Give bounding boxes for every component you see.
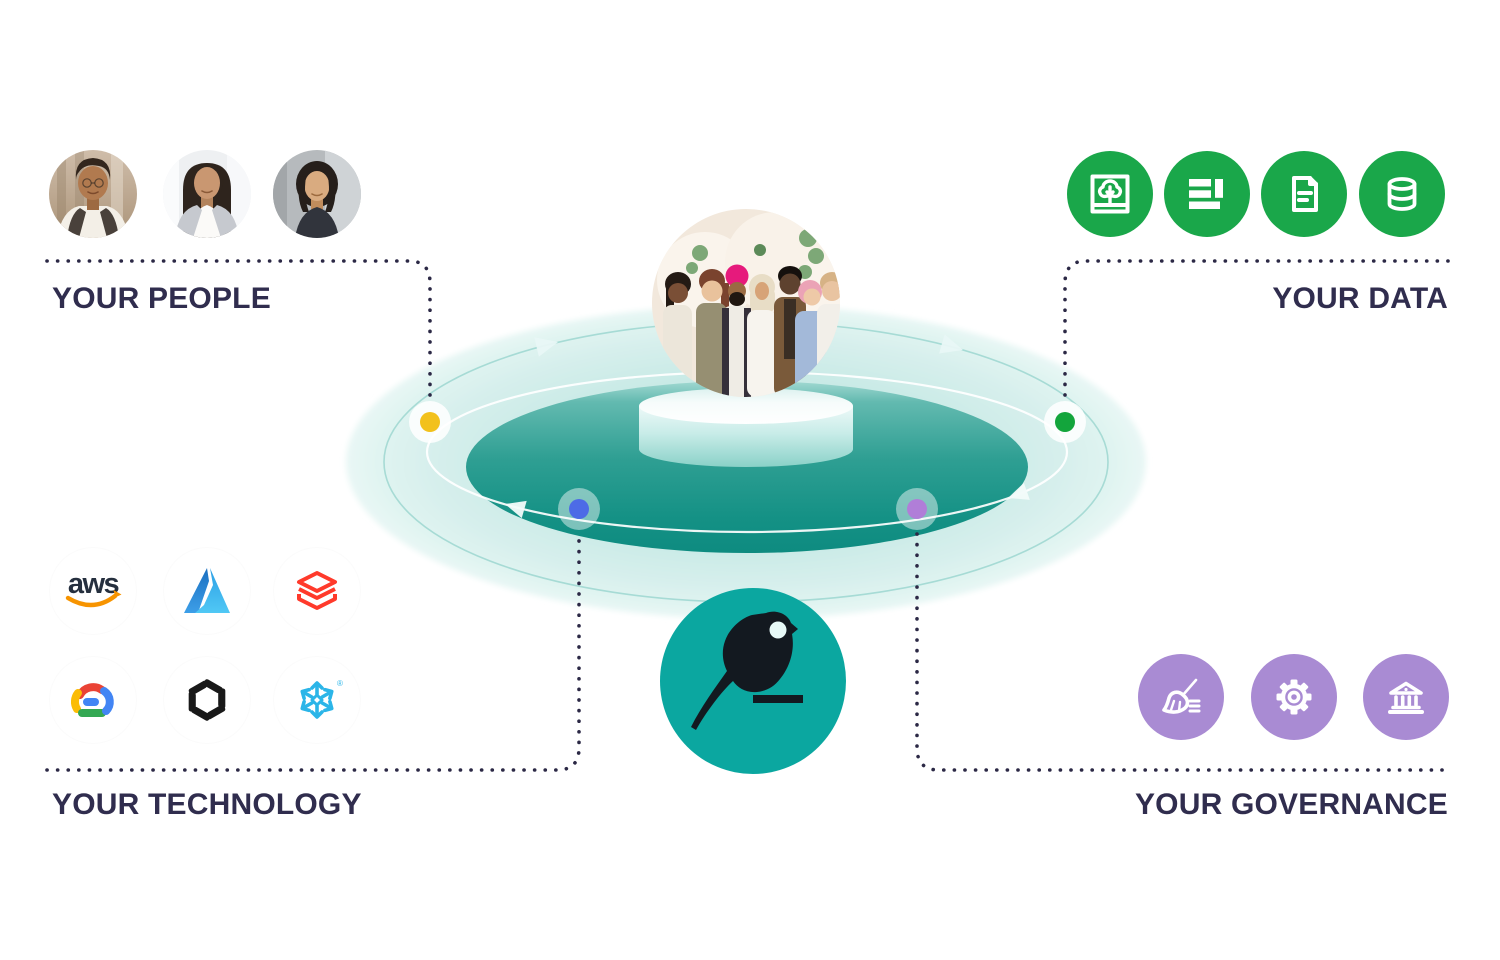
aws-logo-icon: aws	[65, 568, 122, 608]
data-icon-circle	[1359, 151, 1445, 237]
snowflake-logo-icon: ®	[300, 679, 343, 719]
aws-wordmark: aws	[68, 568, 119, 600]
connector-data	[1063, 259, 1450, 403]
dotted-connectors	[45, 259, 1450, 772]
track-arrow-icon	[534, 337, 558, 357]
logo-databricks	[274, 548, 360, 634]
orbit-dot-data	[1044, 401, 1086, 443]
data-icon-circle	[1164, 151, 1250, 237]
bird-icon	[691, 611, 798, 730]
avatar	[273, 150, 361, 238]
avatar-woman-bob	[273, 150, 361, 238]
data-icon-circle	[1261, 151, 1347, 237]
azure-logo-icon	[184, 568, 230, 613]
orbit-dot-governance	[896, 488, 938, 530]
data-icon-circle	[1067, 151, 1153, 237]
connector-people	[45, 259, 432, 403]
avatar	[163, 150, 251, 238]
technology-label: YOUR TECHNOLOGY	[52, 788, 362, 821]
orbit-dot-technology	[558, 488, 600, 530]
logo-openai	[164, 657, 250, 743]
inner-bowl	[466, 381, 1028, 553]
broom-sweep-icon	[1162, 678, 1201, 714]
avatar	[49, 150, 137, 238]
google-cloud-logo-icon	[70, 683, 114, 717]
orbit-arrow-icon	[1008, 482, 1030, 500]
logo-google-cloud	[50, 657, 136, 743]
track-arrow-icon	[939, 334, 963, 354]
team-photo	[652, 209, 840, 397]
gear-icon	[1276, 679, 1312, 715]
governance-icon-circle	[1138, 654, 1224, 740]
snowflake-registered-mark: ®	[337, 679, 343, 688]
pedestal	[639, 388, 853, 467]
people-label: YOUR PEOPLE	[52, 282, 271, 315]
tree-model-icon	[1090, 174, 1130, 214]
governance-icon-circle	[1251, 654, 1337, 740]
document-icon	[1292, 176, 1318, 212]
avatar-man-curly-hair	[49, 150, 137, 238]
connector-governance	[915, 532, 1450, 772]
avatar-woman-blazer	[163, 150, 251, 238]
data-label: YOUR DATA	[1272, 282, 1448, 315]
openai-logo-icon	[188, 679, 226, 721]
database-icon	[1387, 177, 1417, 211]
orbit-arrow-icon	[505, 500, 527, 519]
bird-on-perch-logo	[660, 588, 846, 774]
connector-technology	[45, 532, 581, 772]
governance-icon-circle	[1363, 654, 1449, 740]
bank-columns-icon	[1388, 681, 1424, 714]
logo-aws: aws	[50, 548, 136, 634]
bird-eye	[769, 621, 787, 639]
bird-perch-bar	[753, 695, 803, 703]
stacked-bars-icon	[1189, 179, 1223, 209]
orbit-dot-people	[409, 401, 451, 443]
governance-label: YOUR GOVERNANCE	[1134, 788, 1448, 821]
databricks-logo-icon	[297, 571, 337, 610]
logo-azure	[164, 548, 250, 634]
logo-snowflake: ®	[274, 657, 360, 743]
